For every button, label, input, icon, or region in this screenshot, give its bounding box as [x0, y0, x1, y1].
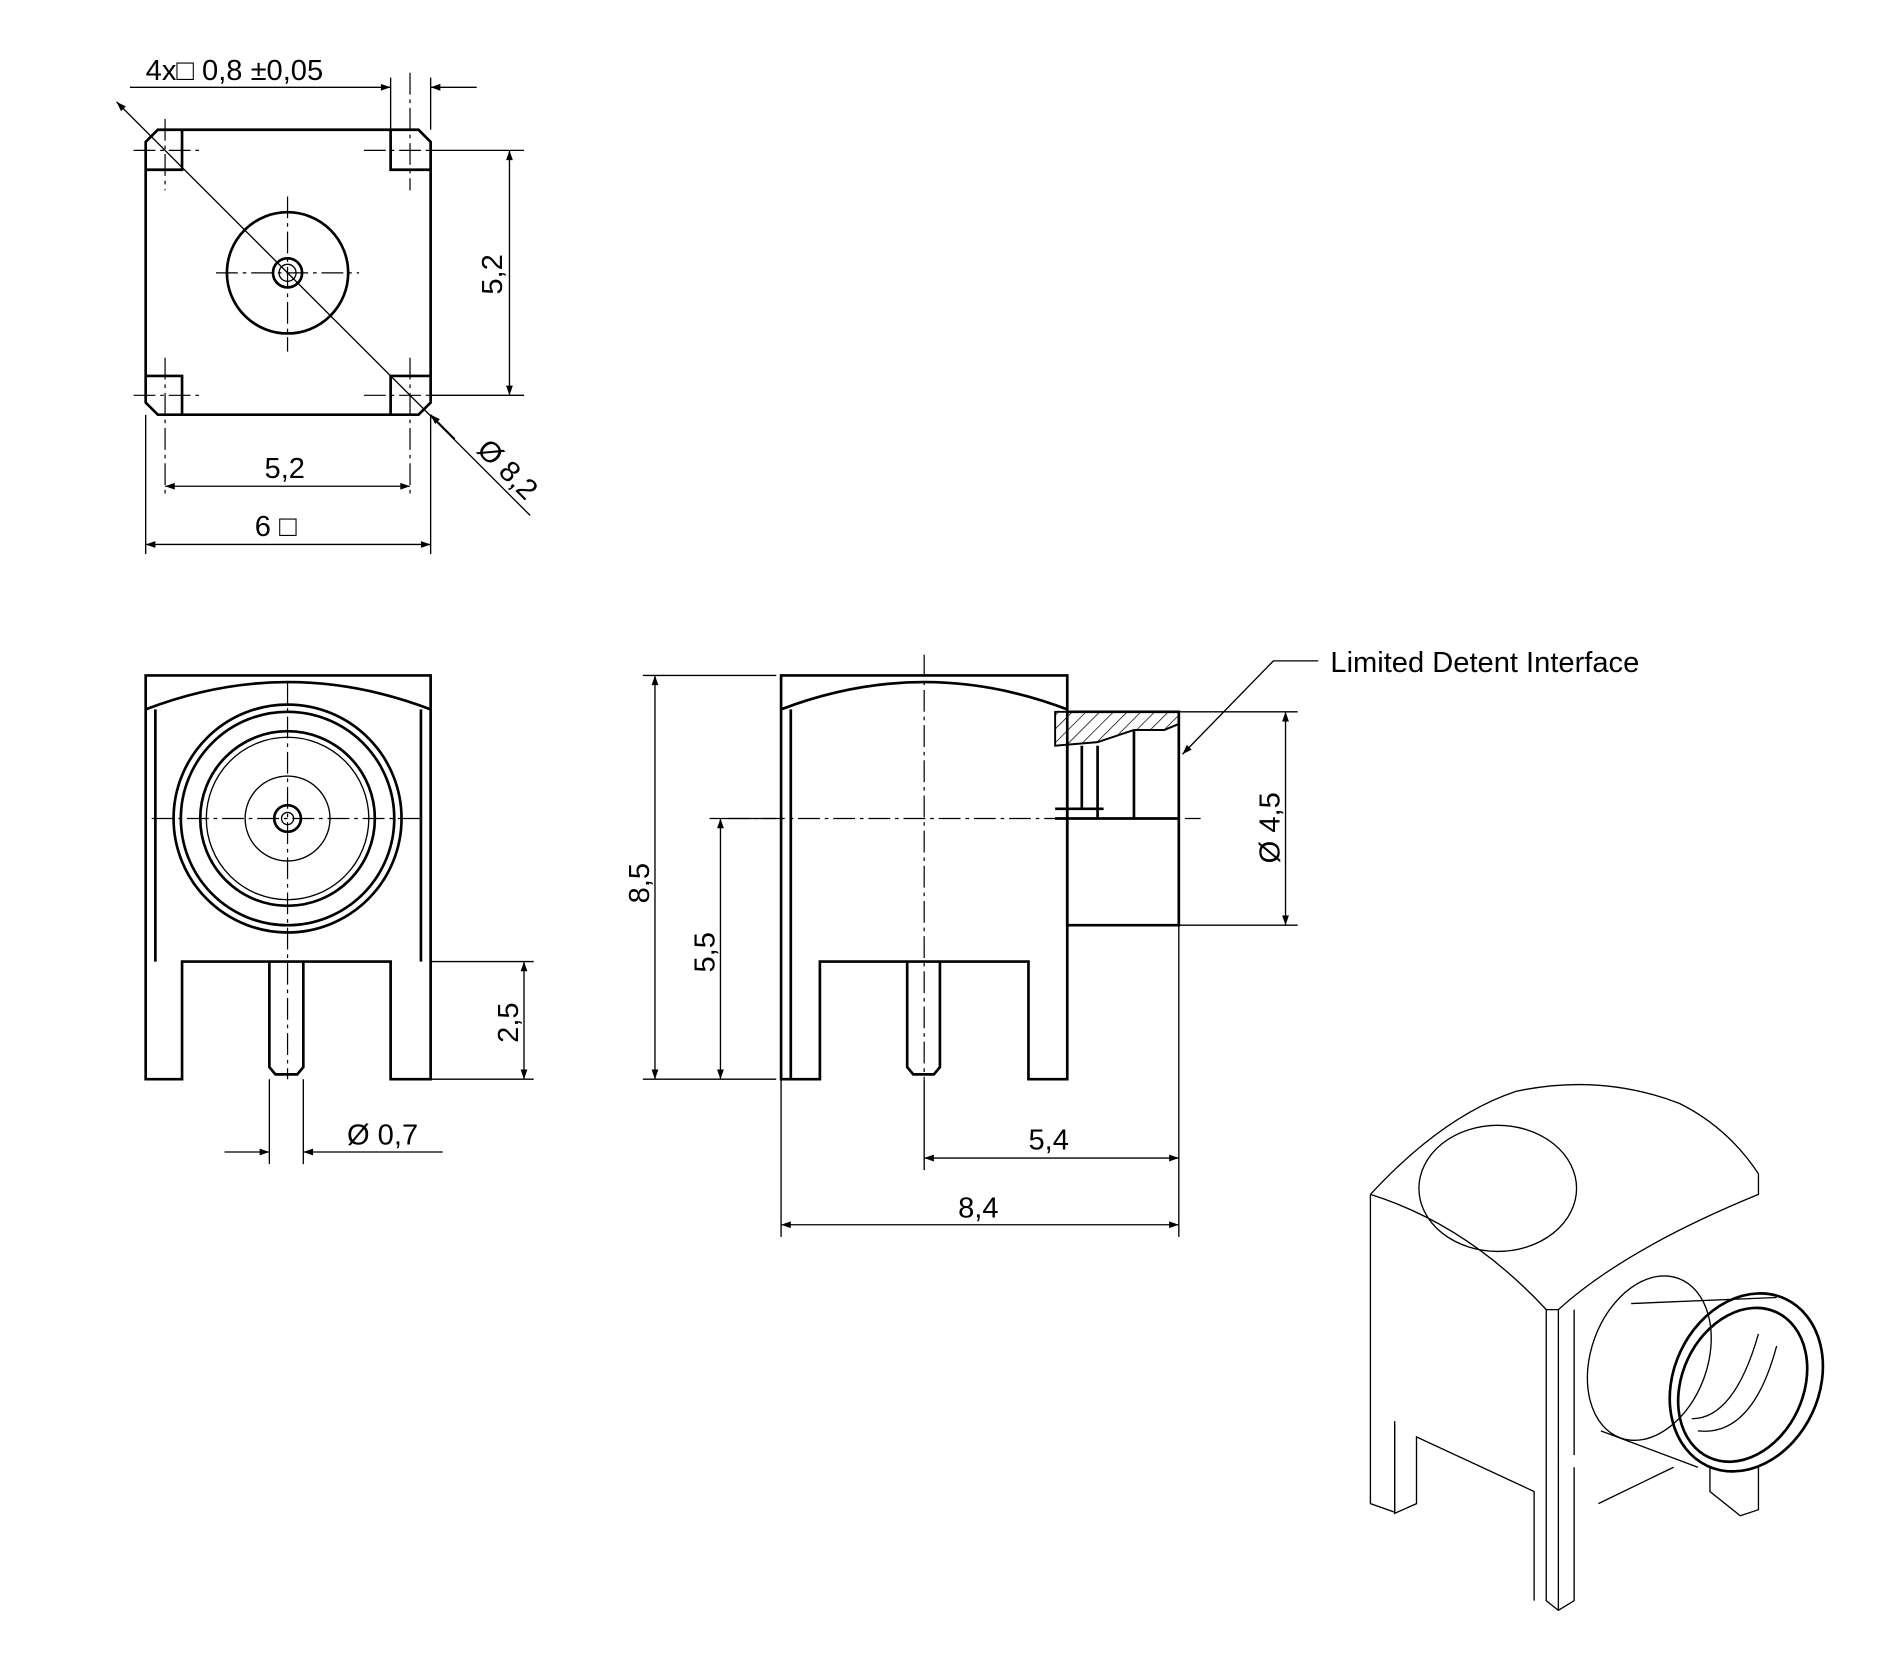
axis-height-label: 5,5 — [689, 932, 721, 972]
body-outline — [144, 128, 432, 417]
callout-leader — [1181, 660, 1319, 755]
diagonal-dimension-line — [116, 101, 531, 516]
pin-diameter-label: Ø 0,7 — [347, 1120, 418, 1152]
pad-top-left — [145, 129, 184, 172]
pitch-horizontal-label: 5,2 — [265, 453, 305, 485]
iso-flange — [1586, 1275, 1712, 1442]
pin — [268, 961, 305, 1076]
pin-dia-extension-lines — [268, 1079, 304, 1165]
overall-length-label: 8,4 — [958, 1192, 998, 1224]
top-view: Ø 8,2 4x□ 0,8 ±0,05 5,2 5,2 6 □ — [116, 55, 544, 555]
pin-extension-lines — [430, 960, 534, 1080]
iso-barrel-edges — [1600, 1296, 1777, 1468]
iso-front-corner — [1545, 1309, 1575, 1612]
iso-top-arc — [1369, 1083, 1760, 1195]
height-label: 8,5 — [624, 863, 656, 903]
iso-back-leg — [1709, 1467, 1760, 1517]
pin-to-face-label: 5,4 — [1028, 1125, 1068, 1157]
body-extension-lines — [145, 414, 432, 555]
hatched-section — [1054, 710, 1180, 747]
pad-callout: 4x□ 0,8 ±0,05 — [146, 55, 324, 87]
pad-extension-lines — [389, 77, 432, 130]
pin-length-label: 2,5 — [493, 1002, 525, 1042]
diagonal-arrow — [430, 414, 456, 440]
front-centerlines — [151, 681, 425, 1080]
iso-bore-lines — [1691, 1333, 1778, 1432]
pad-bottom-left — [145, 374, 184, 415]
pad-top-right — [389, 129, 431, 172]
pitch-vertical-label: 5,2 — [477, 254, 509, 294]
front-body-outline — [144, 674, 432, 1081]
iso-top-ellipse — [1418, 1124, 1578, 1253]
front-body-contour — [145, 680, 432, 962]
side-body-outline — [779, 674, 1069, 1081]
body-square-label: 6 □ — [255, 511, 297, 543]
height-extension-lines — [642, 674, 777, 1080]
interface-extension-lines — [1178, 711, 1298, 926]
front-view: 2,5 Ø 0,7 — [144, 674, 534, 1165]
isometric-view — [1369, 1083, 1825, 1612]
iso-interface-inner — [1676, 1306, 1809, 1464]
iso-interface-outer — [1668, 1292, 1825, 1473]
side-centerlines — [727, 654, 1201, 1080]
length-extension-lines — [780, 925, 1180, 1237]
diagonal-label: Ø 8,2 — [471, 433, 544, 506]
callout-label: Limited Detent Interface — [1330, 647, 1639, 679]
side-pin — [905, 961, 942, 1076]
iso-legs — [1393, 1421, 1674, 1601]
side-view: 8,5 5,5 Ø 4,5 5,4 8,4 Limited Detent Int… — [624, 647, 1639, 1237]
interface-diameter-label: Ø 4,5 — [1254, 792, 1286, 863]
